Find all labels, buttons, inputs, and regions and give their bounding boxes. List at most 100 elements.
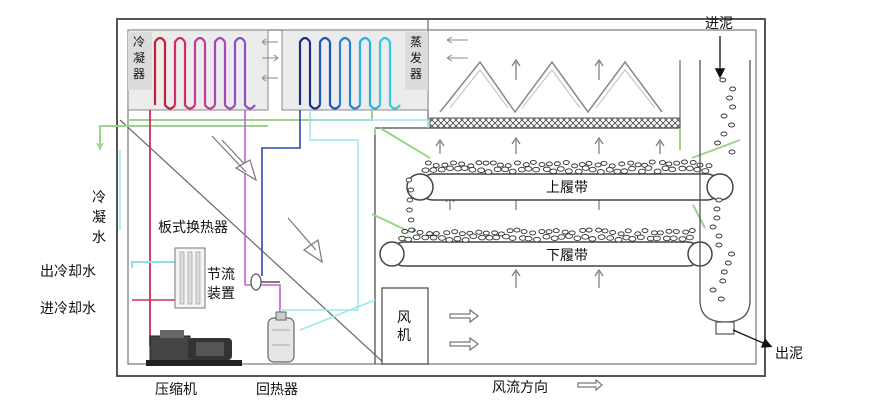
light-blue-line-1: [280, 110, 359, 311]
sludge-pellet: [469, 233, 478, 240]
condenser-char-2: 凝: [133, 50, 145, 65]
sludge-pellet: [502, 233, 510, 240]
sludge-pellet: [613, 168, 622, 175]
sludge-pellet: [581, 234, 590, 240]
sludge-pellet: [717, 296, 725, 302]
coil-segment: [308, 42, 321, 110]
sludge-pellet: [475, 160, 483, 166]
sludge-pellet: [628, 165, 637, 172]
sludge-pellet: [562, 160, 570, 165]
sludge-outlet-port: [715, 321, 735, 335]
sludge-pellet: [405, 177, 413, 183]
sludge-pellet: [557, 234, 566, 240]
sludge-pellet: [522, 162, 530, 168]
sludge-pellet: [713, 215, 721, 221]
sludge-pellet: [429, 234, 438, 241]
sludge-pellet: [475, 229, 483, 235]
coil-segment: [328, 42, 341, 110]
upper-belt-label: 上履带: [546, 180, 588, 196]
sludge-pellet: [652, 235, 661, 242]
sludge-pellet: [542, 233, 551, 240]
sludge-pellet: [627, 160, 635, 166]
sludge-pellet: [461, 237, 470, 243]
tent-distributors: [439, 60, 663, 114]
sludge-pellet: [720, 113, 728, 119]
evaporator-return-line: [261, 110, 301, 276]
sludge-pellet: [508, 168, 517, 175]
sludge-pellet: [568, 230, 576, 236]
sludge-pellet: [650, 230, 658, 236]
sludge-pellet: [524, 235, 533, 242]
sludge-pellet: [450, 160, 457, 166]
sludge-pellet: [451, 229, 459, 235]
light-blue-line-2: [312, 119, 429, 128]
sludge-pellet: [446, 165, 454, 172]
outlet-cooling-water-label: 出冷却水: [40, 264, 96, 280]
throttle-line-2: 装置: [207, 286, 235, 302]
sludge-in-label: 进泥: [705, 16, 733, 32]
sludge-pellet: [489, 160, 497, 166]
coil-segment: [153, 36, 166, 105]
coil-segment: [173, 36, 186, 105]
sludge-pellet: [432, 163, 440, 168]
sludge-pellet: [662, 235, 671, 242]
sludge-pellet: [601, 228, 609, 234]
sludge-pellet: [453, 236, 462, 242]
throttle-line-1: 节流: [207, 267, 235, 283]
sludge-pellet: [574, 168, 583, 175]
sludge-pellet: [573, 235, 582, 241]
sludge-pellet: [493, 166, 502, 173]
sludge-pellet: [709, 224, 717, 230]
sludge-pellet: [724, 260, 732, 266]
condensate-char-3: 水: [92, 230, 106, 246]
sludge-pellet: [550, 235, 559, 242]
sludge-pellet: [596, 169, 605, 175]
sludge-pellet: [713, 206, 721, 212]
sludge-pellet: [597, 234, 606, 240]
coil-segment: [223, 42, 236, 110]
sludge-pellet: [421, 167, 430, 173]
sludge-pellet: [709, 287, 717, 293]
coil-segment: [163, 42, 176, 110]
coil-segment: [243, 42, 256, 110]
sludge-pellet: [404, 236, 413, 243]
sludge-pellet: [545, 229, 553, 235]
sludge-pellet: [517, 166, 526, 173]
sludge-pellet: [729, 104, 737, 110]
sludge-pellet: [412, 234, 421, 240]
sludge-pellet: [719, 77, 727, 83]
sludge-out-arrow: [732, 329, 773, 348]
coil-segment: [388, 42, 401, 110]
sludge-pellet: [689, 159, 697, 165]
coil-segment: [338, 36, 351, 105]
sludge-pellet: [728, 251, 735, 257]
sludge-pellet: [401, 228, 409, 234]
regenerator-icon: [267, 311, 295, 363]
sludge-pellet: [729, 86, 737, 92]
sludge-pellet: [665, 228, 673, 234]
sludge-pellet: [665, 161, 673, 167]
sludge-pellet: [407, 217, 415, 223]
outer-frame: [116, 18, 766, 377]
sludge-pellet: [406, 197, 414, 203]
sludge-pellet: [460, 165, 469, 171]
sludge-pellet: [600, 160, 608, 166]
sludge-pellets: [398, 77, 737, 302]
sludge-pellet: [681, 159, 688, 165]
coil-segment: [358, 36, 371, 105]
sludge-pellet: [618, 161, 626, 167]
sludge-pellet: [497, 162, 504, 168]
sludge-pellet: [608, 163, 616, 169]
condensate-water-line: [99, 125, 268, 150]
sludge-pellet: [542, 166, 551, 173]
condensate-water-label: 冷 凝 水: [92, 190, 110, 246]
sludge-pellet: [506, 228, 514, 234]
evaporator-char-3: 器: [410, 67, 422, 81]
sludge-pellet: [595, 227, 603, 233]
sludge-pellet: [529, 159, 537, 165]
compressor-icon: [146, 330, 242, 366]
sludge-pellet: [659, 160, 666, 166]
sludge-pellet: [477, 167, 486, 173]
sludge-pellet: [673, 160, 681, 166]
sludge-pellet: [458, 231, 466, 237]
